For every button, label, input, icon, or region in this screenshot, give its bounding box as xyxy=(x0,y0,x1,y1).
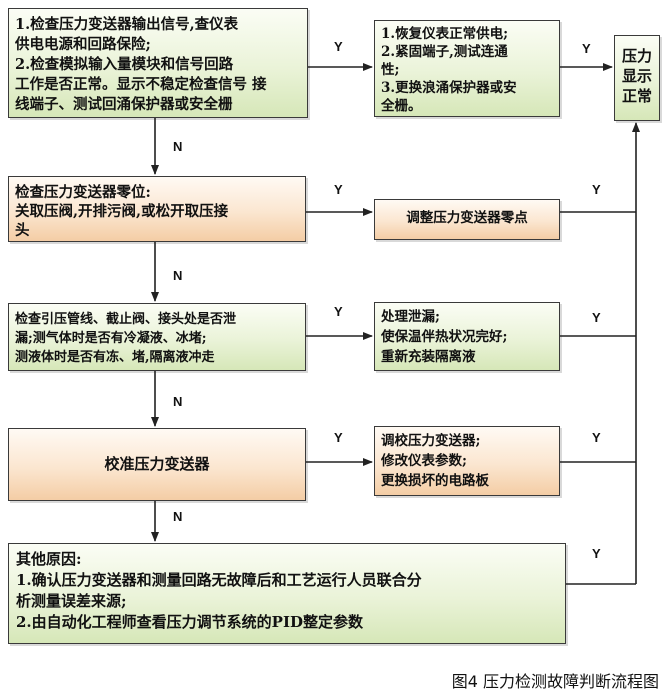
yes-label: Y xyxy=(592,546,601,561)
box-text-line: 性; xyxy=(381,62,400,78)
box-text-line: 调整压力变送器零点 xyxy=(406,210,528,226)
yes-label: Y xyxy=(334,182,343,197)
recalibrate-transmitter-box: 调校压力变送器; 修改仪表参数; 更换损坏的电路板 xyxy=(374,426,560,496)
box-text-line: 使保温伴热状况完好; xyxy=(381,329,508,345)
box-text-line: 更换损坏的电路板 xyxy=(381,473,489,489)
box-text-line: 线端子、测试回涌保护器或安全栅 xyxy=(15,96,233,113)
box-text-line: 处理泄漏; xyxy=(381,309,440,325)
yes-label: Y xyxy=(334,39,343,54)
box-text-line: 显示 xyxy=(621,67,652,85)
pressure-normal-box: 压力 显示 正常 xyxy=(614,35,660,121)
yes-label: Y xyxy=(582,41,591,56)
no-label: N xyxy=(173,394,182,409)
restore-power-box: 1.恢复仪表正常供电; 2.紧固端子,测试连通 性; 3.更换浪涌保护器或安 全… xyxy=(374,20,560,117)
box-text-line: 供电电源和回路保险; xyxy=(15,36,151,53)
box-text-line: 全栅。 xyxy=(381,98,422,114)
box-text-line: 重新充装隔离液 xyxy=(381,349,476,365)
check-output-signal-box: 1.检查压力变送器输出信号,查仪表 供电电源和回路保险; 2.检查模拟输入量模块… xyxy=(8,8,308,118)
box-text-line: 1.确认压力变送器和测量回路无故障后和工艺运行人员联合分 xyxy=(16,571,422,589)
calibrate-transmitter-box: 校准压力变送器 xyxy=(8,428,306,501)
no-label: N xyxy=(173,509,182,524)
yes-label: Y xyxy=(334,430,343,445)
yes-label: Y xyxy=(592,430,601,445)
box-text-line: 测液体时是否有冻、堵,隔离液冲走 xyxy=(15,350,215,365)
check-leak-box: 检查引压管线、截止阀、接头处是否泄 漏;测气体时是否有冷凝液、冰堵; 测液体时是… xyxy=(8,303,306,371)
yes-label: Y xyxy=(592,182,601,197)
yes-label: Y xyxy=(592,310,601,325)
box-text-line: 压力 xyxy=(621,47,652,65)
box-text-line: 2.检查模拟输入量模块和信号回路 xyxy=(15,56,234,73)
handle-leak-box: 处理泄漏; 使保温伴热状况完好; 重新充装隔离液 xyxy=(374,302,560,371)
box-text-line: 1.恢复仪表正常供电; xyxy=(381,26,509,42)
box-text-line: 2.由自动化工程师查看压力调节系统的PID整定参数 xyxy=(16,613,363,631)
box-text-line: 3.更换浪涌保护器或安 xyxy=(381,80,517,96)
yes-label: Y xyxy=(334,304,343,319)
box-text-line: 1.检查压力变送器输出信号,查仪表 xyxy=(15,16,239,33)
other-causes-box: 其他原因: 1.确认压力变送器和测量回路无故障后和工艺运行人员联合分 析测量误差… xyxy=(8,543,566,644)
box-text-line: 其他原因: xyxy=(16,550,82,568)
box-text-line: 校准压力变送器 xyxy=(104,455,210,473)
no-label: N xyxy=(173,139,182,154)
box-text-line: 检查引压管线、截止阀、接头处是否泄 xyxy=(15,312,237,327)
box-text-line: 2.紧固端子,测试连通 xyxy=(381,44,508,60)
box-text-line: 析测量误差来源; xyxy=(16,592,127,610)
no-label: N xyxy=(173,268,182,283)
adjust-zero-box: 调整压力变送器零点 xyxy=(374,199,560,240)
figure-caption: 图4 压力检测故障判断流程图 xyxy=(451,672,659,691)
box-text-line: 头 xyxy=(15,222,30,239)
box-text-line: 正常 xyxy=(621,87,652,105)
box-text-line: 检查压力变送器零位: xyxy=(15,184,151,201)
box-text-line: 漏;测气体时是否有冷凝液、冰堵; xyxy=(15,331,207,346)
box-text-line: 修改仪表参数; xyxy=(381,453,467,469)
check-zero-position-box: 检查压力变送器零位: 关取压阀,开排污阀,或松开取压接 头 xyxy=(8,176,306,242)
box-text-line: 调校压力变送器; xyxy=(381,433,481,449)
box-text-line: 工作是否正常。显示不稳定检查信号 接 xyxy=(15,76,267,93)
box-text-line: 关取压阀,开排污阀,或松开取压接 xyxy=(15,203,229,220)
